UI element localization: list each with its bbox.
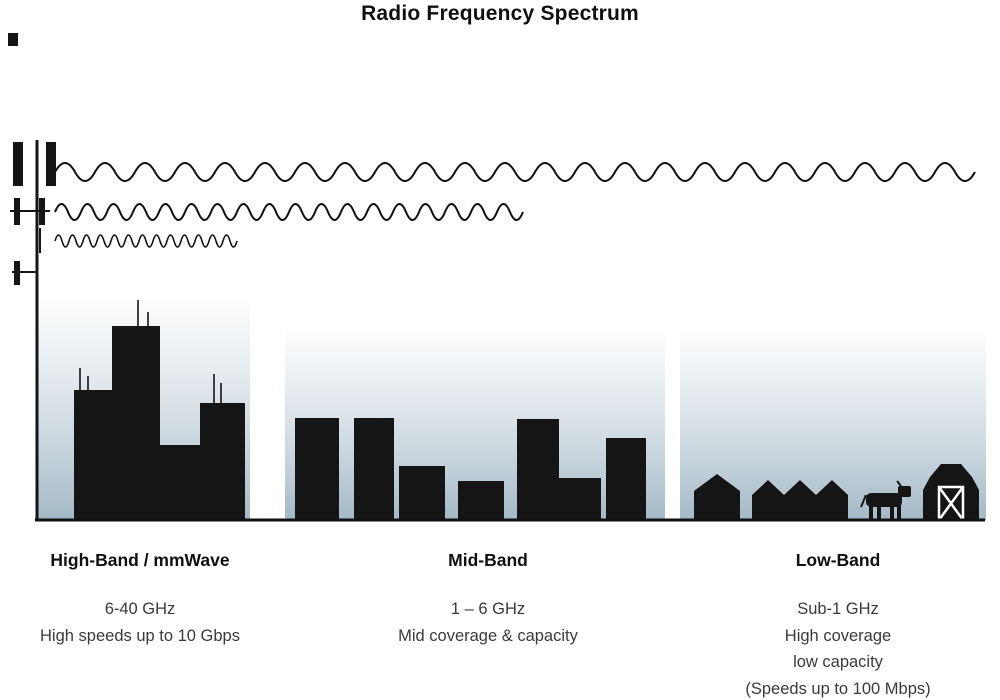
house-icon <box>784 480 816 520</box>
band-label-high: High-Band / mmWave 6-40 GHz High speeds … <box>10 550 270 649</box>
cell-tower-icon <box>10 140 56 520</box>
band-frequency-low: Sub-1 GHz <box>797 600 879 618</box>
band-description-low-3: (Speeds up to 100 Mbps) <box>745 679 931 698</box>
house-icon <box>816 480 848 520</box>
band-frequency-mid: 1 – 6 GHz <box>450 600 526 618</box>
band-label-mid: Mid-Band 1 – 6 GHz Mid coverage & capaci… <box>338 550 638 649</box>
low-band-wave <box>54 162 976 182</box>
house-icon <box>752 480 784 520</box>
band-description-low-1: High coverage <box>784 626 892 645</box>
house-icon <box>694 474 740 520</box>
high-band-wave <box>54 234 238 248</box>
rooftop-antenna-icons <box>79 300 222 405</box>
low-band-rural-scene <box>694 464 979 522</box>
band-description-low-2: low capacity <box>793 653 883 671</box>
diagram-title: Radio Frequency Spectrum <box>361 2 639 25</box>
band-frequency-high: 6-40 GHz <box>104 600 176 618</box>
band-name-high: High-Band / mmWave <box>50 550 230 570</box>
band-name-low: Low-Band <box>795 550 881 570</box>
band-label-low: Low-Band Sub-1 GHz High coverage low cap… <box>688 550 988 700</box>
corner-mark <box>8 33 18 46</box>
mid-band-wave <box>54 203 524 221</box>
band-description-mid: Mid coverage & capacity <box>398 626 578 645</box>
mid-band-skyline <box>295 418 646 520</box>
band-description-high: High speeds up to 10 Gbps <box>40 626 240 645</box>
high-band-skyline <box>74 300 245 520</box>
cow-icon <box>860 480 911 519</box>
band-name-mid: Mid-Band <box>448 550 528 570</box>
barn-icon <box>923 464 979 522</box>
